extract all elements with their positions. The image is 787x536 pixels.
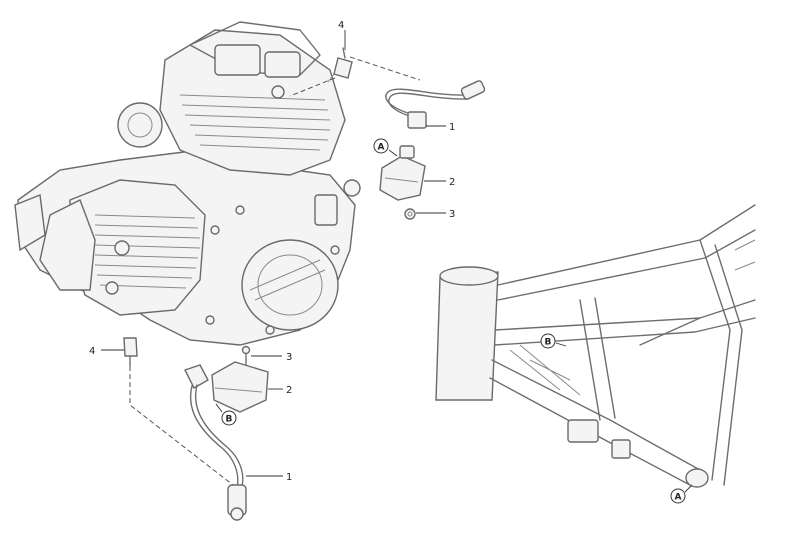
engine-assembly [14,21,361,346]
ignition-coil-lower [211,361,269,413]
callout-1-bottom: 1 [286,472,292,483]
reference-a-frame-label: A [675,493,682,503]
nut-upper [404,208,416,220]
reference-b-coil [221,410,237,426]
callout-3-top: 3 [449,209,455,220]
callout-2-top: 2 [449,177,455,188]
spark-plug-lower [123,337,138,367]
ht-lead-lower [184,364,247,521]
callout-1-top: 1 [449,122,455,133]
screw-lower [241,345,251,367]
ignition-coil-upper [379,145,426,201]
lower-ignition-group [123,337,269,521]
ht-lead-upper [385,80,486,129]
reference-b-frame [540,333,556,349]
callout-2-bottom: 2 [286,385,292,396]
upper-ignition-group [289,47,486,220]
reference-a-upper [373,138,389,154]
reference-a-upper-label: A [378,143,385,153]
reference-b-frame-label: B [545,338,552,348]
spark-plug-upper [327,47,353,83]
reference-a-frame [670,488,686,504]
reference-b-coil-label: B [226,415,233,425]
callout-3-bottom: 3 [286,352,292,363]
callout-4-top: 4 [338,20,344,31]
callout-4-bottom: 4 [89,346,95,357]
frame-assembly [435,204,756,488]
